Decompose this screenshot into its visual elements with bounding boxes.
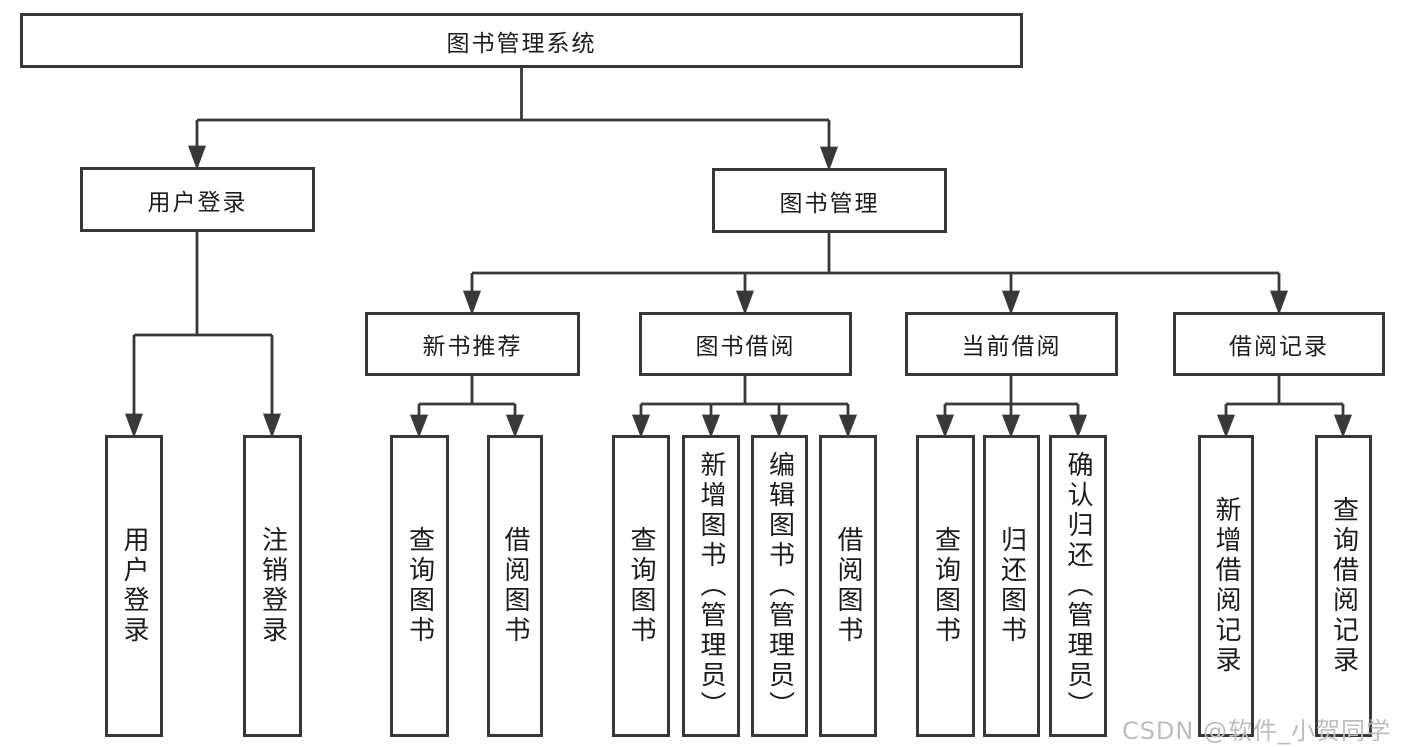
node-label: 图书借阅 xyxy=(695,334,796,360)
arrow-down-icon xyxy=(187,145,207,171)
arrow-down-icon xyxy=(819,146,839,172)
node-label: 借阅图书 xyxy=(500,526,530,646)
arrow-down-icon xyxy=(838,414,858,438)
node-label: 查询借阅记录 xyxy=(1328,496,1359,676)
node-borrowing-records: 借阅记录 xyxy=(1173,312,1385,376)
node-label: 查询图书 xyxy=(626,526,656,646)
leaf-borrow-books-borrowing: 借阅图书 xyxy=(819,435,877,737)
leaf-query-books-borrowing: 查询图书 xyxy=(612,435,670,737)
node-label: 注销登录 xyxy=(257,526,288,646)
connector-new-book-rec-to-leaves xyxy=(409,376,525,438)
node-label: 编辑图书（管理员） xyxy=(764,451,795,721)
node-label: 新增借阅记录 xyxy=(1211,496,1241,676)
node-label: 当前借阅 xyxy=(961,334,1062,360)
arrow-down-icon xyxy=(1001,414,1021,438)
arrow-down-icon xyxy=(769,414,789,438)
leaf-return-books: 归还图书 xyxy=(983,435,1040,737)
csdn-watermark: CSDN @软件_小贺同学 xyxy=(1121,717,1391,745)
arrow-down-icon xyxy=(1269,290,1289,316)
leaf-query-books-recommendation: 查询图书 xyxy=(390,435,449,737)
arrow-down-icon xyxy=(1216,414,1236,438)
arrow-down-icon xyxy=(935,414,955,438)
node-label: 归还图书 xyxy=(996,526,1027,646)
node-label: 用户登录 xyxy=(147,189,248,216)
arrow-down-icon xyxy=(505,414,525,438)
leaf-confirm-return-admin: 确认归还（管理员） xyxy=(1049,435,1107,737)
leaf-user-login: 用户登录 xyxy=(105,435,163,737)
connector-borrowing-records-to-leaves xyxy=(1216,376,1353,438)
node-book-borrowing: 图书借阅 xyxy=(639,312,852,376)
node-user-login: 用户登录 xyxy=(80,167,315,232)
arrow-down-icon xyxy=(409,414,429,438)
node-library-management-system: 图书管理系统 xyxy=(20,13,1023,68)
leaf-logout: 注销登录 xyxy=(243,435,302,737)
node-label: 查询图书 xyxy=(404,526,435,646)
node-label: 图书管理 xyxy=(779,190,880,217)
arrow-down-icon xyxy=(631,414,651,438)
leaf-borrow-books-recommendation: 借阅图书 xyxy=(487,435,543,737)
node-label: 查询图书 xyxy=(930,526,961,646)
leaf-add-borrowing-record: 新增借阅记录 xyxy=(1198,435,1254,737)
arrow-down-icon xyxy=(735,290,755,316)
leaf-query-books-current: 查询图书 xyxy=(916,435,975,737)
node-label: 确认归还（管理员） xyxy=(1063,451,1093,721)
connector-root-to-level2 xyxy=(187,68,839,172)
node-label: 借阅记录 xyxy=(1229,334,1329,360)
node-label: 借阅图书 xyxy=(833,526,863,646)
node-current-borrowing: 当前借阅 xyxy=(905,312,1118,376)
node-label: 新书推荐 xyxy=(422,334,523,360)
node-label: 用户登录 xyxy=(119,526,149,646)
node-new-book-recommendation: 新书推荐 xyxy=(365,312,580,376)
connector-book-borrowing-to-leaves xyxy=(631,376,858,438)
arrow-down-icon xyxy=(1333,414,1353,438)
arrow-down-icon xyxy=(701,414,721,438)
arrow-down-icon xyxy=(462,290,482,316)
arrow-down-icon xyxy=(1068,414,1088,438)
node-label: 图书管理系统 xyxy=(446,30,597,57)
leaf-edit-book-admin: 编辑图书（管理员） xyxy=(751,435,808,737)
arrow-down-icon xyxy=(1001,290,1021,316)
node-book-management: 图书管理 xyxy=(712,168,947,233)
connector-book-management-to-level3 xyxy=(462,233,1289,316)
arrow-down-icon xyxy=(262,413,282,439)
connector-user-login-to-leaves xyxy=(124,232,282,439)
leaf-query-borrowing-record: 查询借阅记录 xyxy=(1315,435,1372,737)
leaf-add-book-admin: 新增图书（管理员） xyxy=(682,435,740,737)
connector-current-borrowing-to-leaves xyxy=(935,376,1088,438)
arrow-down-icon xyxy=(124,413,144,439)
node-label: 新增图书（管理员） xyxy=(696,451,726,721)
